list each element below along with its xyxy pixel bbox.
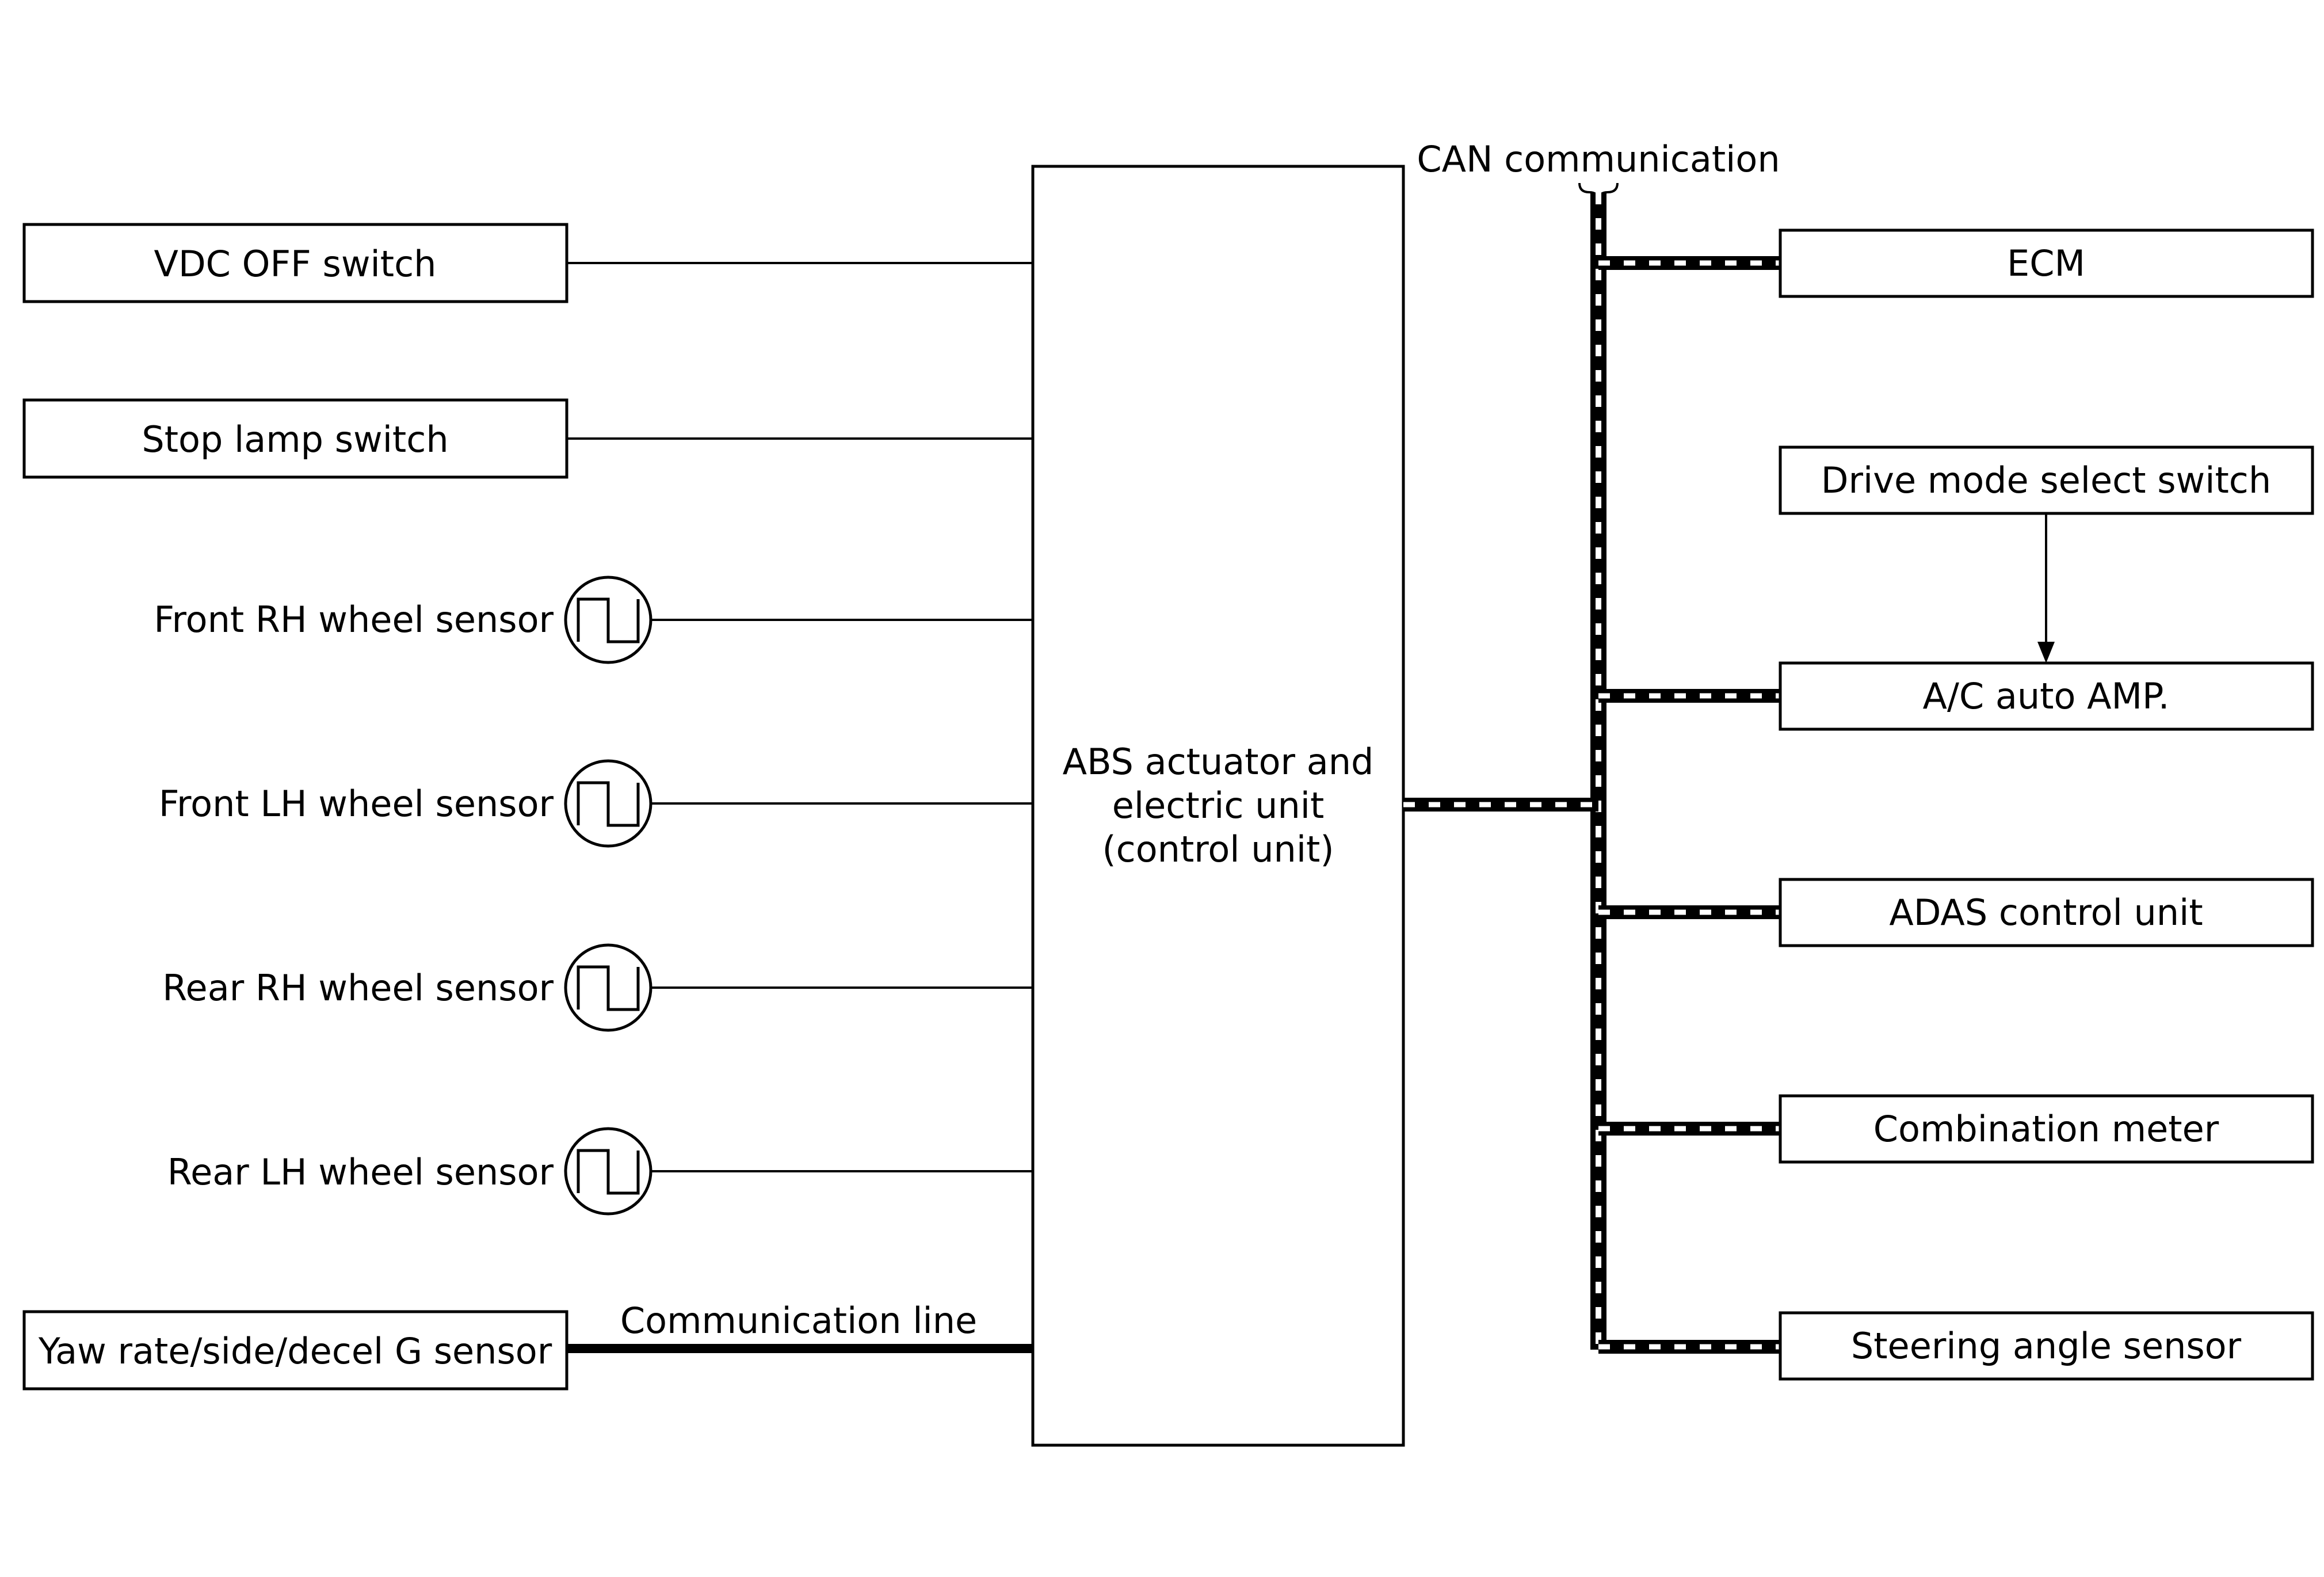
yaw-rate-sensor-label: Yaw rate/side/decel G sensor — [38, 1330, 552, 1372]
drive-mode-select-switch-block: Drive mode select switch — [1779, 445, 2314, 515]
can-communication-label: CAN communication — [1417, 138, 1780, 180]
steering-angle-sensor-label: Steering angle sensor — [1851, 1325, 2242, 1367]
pulse-sensor-icon — [566, 945, 651, 1030]
rear-rh-wheel-sensor-label: Rear RH wheel sensor — [162, 967, 554, 1009]
ac-auto-amp-label: A/C auto AMP. — [1923, 675, 2170, 717]
front-rh-wheel-sensor: Front RH wheel sensor — [154, 577, 651, 662]
front-rh-wheel-sensor-label: Front RH wheel sensor — [154, 599, 554, 641]
control-unit-label-line2: electric unit — [1112, 784, 1325, 826]
yaw-rate-sensor-block: Yaw rate/side/decel G sensor — [22, 1310, 568, 1391]
pulse-sensor-icon — [566, 1129, 651, 1214]
rear-lh-wheel-sensor: Rear LH wheel sensor — [167, 1129, 651, 1214]
combination-meter-block: Combination meter — [1779, 1094, 2314, 1164]
steering-angle-sensor-block: Steering angle sensor — [1779, 1311, 2314, 1381]
ac-auto-amp-block: A/C auto AMP. — [1779, 661, 2314, 731]
vdc-off-switch-label: VDC OFF switch — [154, 243, 437, 285]
combination-meter-label: Combination meter — [1873, 1108, 2219, 1150]
drive-mode-select-switch-label: Drive mode select switch — [1821, 459, 2271, 501]
ecm-label: ECM — [2007, 242, 2085, 284]
rear-lh-wheel-sensor-label: Rear LH wheel sensor — [167, 1151, 554, 1193]
ecm-block: ECM — [1779, 228, 2314, 298]
rear-rh-wheel-sensor: Rear RH wheel sensor — [162, 945, 651, 1030]
control-unit-label-line1: ABS actuator and — [1063, 741, 1374, 783]
front-lh-wheel-sensor: Front LH wheel sensor — [159, 761, 651, 846]
pulse-sensor-icon — [566, 761, 651, 846]
pulse-sensor-icon — [566, 577, 651, 662]
arrow-down-icon — [2037, 642, 2055, 663]
front-lh-wheel-sensor-label: Front LH wheel sensor — [159, 783, 554, 825]
communication-line-label: Communication line — [620, 1300, 977, 1342]
vdc-off-switch-block: VDC OFF switch — [22, 223, 568, 303]
stop-lamp-switch-block: Stop lamp switch — [22, 398, 568, 479]
control-unit-label-line3: (control unit) — [1102, 828, 1334, 870]
stop-lamp-switch-label: Stop lamp switch — [142, 418, 448, 460]
abs-control-unit: ABS actuator and electric unit (control … — [1031, 165, 1405, 1447]
adas-control-unit-label: ADAS control unit — [1889, 892, 2203, 934]
adas-control-unit-block: ADAS control unit — [1779, 878, 2314, 947]
